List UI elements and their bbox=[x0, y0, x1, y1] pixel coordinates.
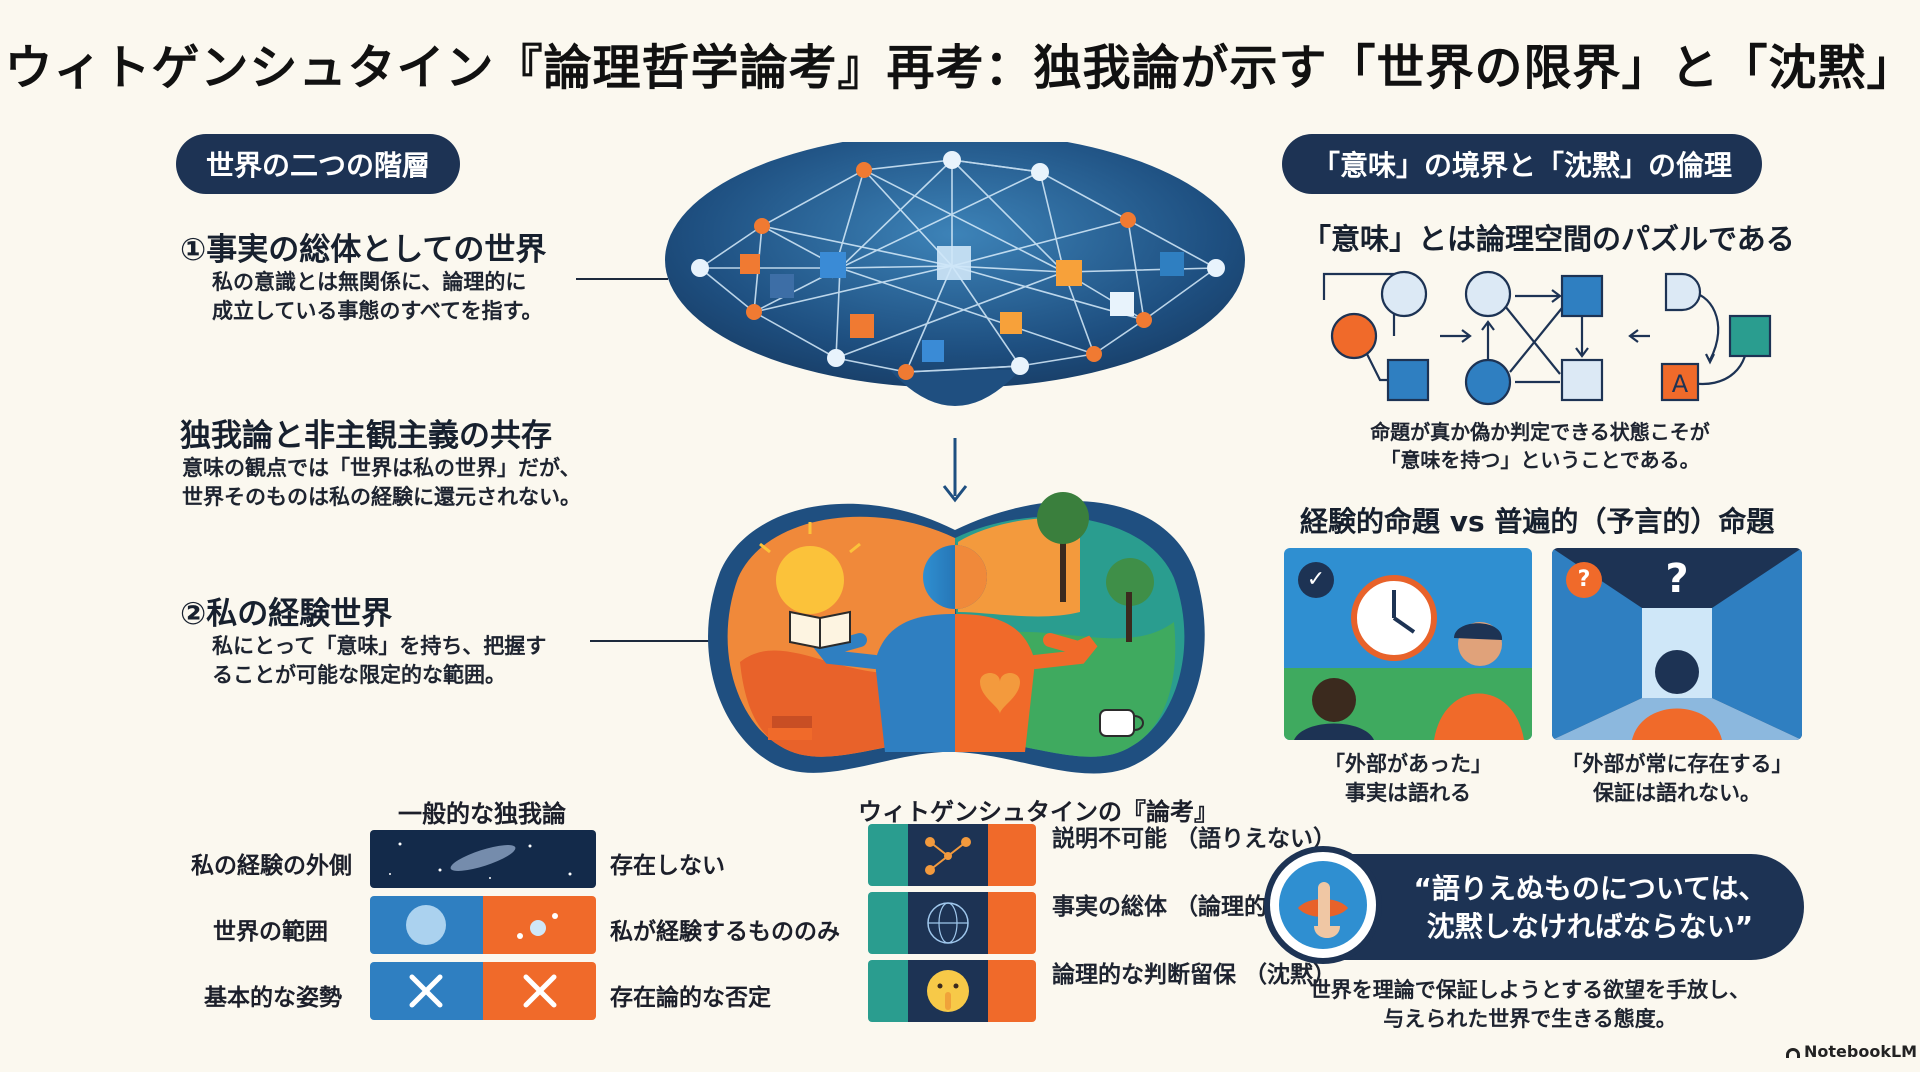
quote-text: “語りえぬものについては、 沈黙しなければならない” bbox=[1413, 872, 1767, 943]
question-badge-icon: ? bbox=[1566, 562, 1602, 598]
world-facts-heading: ①事実の総体としての世界 bbox=[180, 232, 547, 268]
my-world-heading: ②私の経験世界 bbox=[180, 596, 393, 632]
network-tile bbox=[868, 824, 1036, 886]
brand-notebooklm: NotebookLM bbox=[1786, 1042, 1917, 1061]
empirical-panel: ✓ bbox=[1284, 548, 1532, 740]
check-icon: ✓ bbox=[1298, 562, 1334, 598]
question-mark-icon: ? bbox=[1665, 556, 1689, 602]
empirical-caption: 「外部があった」 事実は語れる bbox=[1324, 752, 1492, 805]
table-cell-general: 私が経験するもののみ bbox=[610, 919, 840, 945]
general-solipsism-header: 一般的な独我論 bbox=[398, 800, 566, 828]
bubble-tile bbox=[370, 896, 596, 954]
page-title: ウィトゲンシュタイン『論理哲学論考』再考：独我論が示す「世界の限界」と「沈黙」 bbox=[4, 40, 1916, 96]
brand-label: NotebookLM bbox=[1804, 1042, 1918, 1061]
puzzle-heading: 「意味」とは論理空間のパズルである bbox=[1302, 222, 1795, 256]
my-world-connector bbox=[590, 640, 730, 642]
table-cell-general: 存在論的な否定 bbox=[610, 985, 771, 1011]
table-cell-wittgenstein: 論理的な判断留保 （沈黙） bbox=[1052, 962, 1337, 988]
table-cell-general: 存在しない bbox=[610, 853, 725, 879]
wittgenstein-header: ウィトゲンシュタインの『論考』 bbox=[858, 798, 1218, 826]
galaxy-icon bbox=[389, 842, 572, 879]
propositions-heading: 経験的命題 vs 普遍的（予言的）命題 bbox=[1300, 505, 1775, 538]
universal-caption: 「外部が常に存在する」 保証は語れない。 bbox=[1561, 752, 1793, 805]
network-cloud bbox=[665, 142, 1245, 406]
puzzle-caption: 命題が真か偽か判定できる状態こそが 「意味を持つ」ということである。 bbox=[1370, 420, 1710, 472]
world-facts-connector bbox=[576, 278, 668, 280]
coexist-heading: 独我論と非主観主義の共存 bbox=[180, 418, 552, 454]
section-pill-two-layers: 世界の二つの階層 bbox=[176, 134, 461, 194]
cross-tile bbox=[370, 962, 596, 1020]
experience-head bbox=[708, 492, 1205, 774]
world-facts-body: 私の意識とは無関係に、論理的に 成立している事態のすべてを指す。 bbox=[212, 270, 543, 323]
section-pill-meaning-silence: 「意味」の境界と「沈黙」の倫理 bbox=[1282, 134, 1763, 194]
table-row-label: 私の経験の外側 bbox=[191, 853, 352, 879]
table-cell-wittgenstein: 説明不可能 （語りえない） bbox=[1052, 826, 1337, 852]
silence-icon bbox=[1264, 846, 1382, 964]
central-illustration bbox=[665, 142, 1245, 774]
shush-face-tile bbox=[868, 960, 1036, 1022]
table-row-label: 世界の範囲 bbox=[213, 919, 328, 945]
quote-caption: 世界を理論で保証しようとする欲望を手放し、 与えられた世界で生きる態度。 bbox=[1309, 978, 1751, 1031]
logic-puzzle-diagram: A bbox=[1322, 270, 1772, 406]
down-arrow-icon bbox=[942, 438, 968, 503]
globe-tile bbox=[868, 892, 1036, 954]
table-row-label: 基本的な姿勢 bbox=[204, 985, 342, 1011]
my-world-body: 私にとって「意味」を持ち、把握す ることが可能な限定的な範囲。 bbox=[212, 634, 547, 687]
universal-panel: ? ? bbox=[1552, 548, 1802, 740]
notebooklm-logo-icon bbox=[1786, 1047, 1800, 1058]
outside-space-tile bbox=[370, 830, 596, 888]
diagram-letter: A bbox=[1672, 370, 1689, 398]
coexist-body: 意味の観点では「世界は私の世界」だが、 世界そのものは私の経験に還元されない。 bbox=[182, 456, 581, 509]
